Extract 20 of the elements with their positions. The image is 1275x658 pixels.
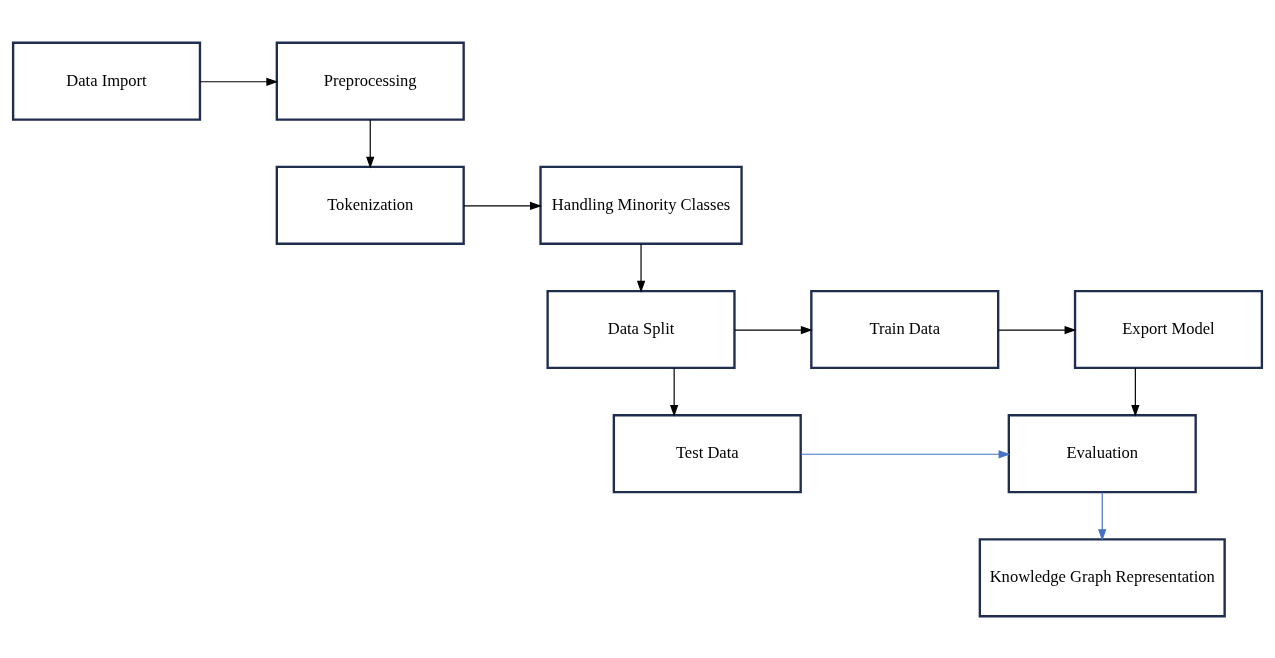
node-box: Handling Minority Classes <box>539 165 743 245</box>
node-box: Knowledge Graph Representation <box>978 537 1226 617</box>
arrow <box>734 325 813 334</box>
arrow <box>1098 491 1107 541</box>
arrow <box>366 118 375 169</box>
arrow <box>636 242 646 293</box>
node-box: Preprocessing <box>275 41 465 121</box>
node-box: Data Import <box>11 41 202 121</box>
node-box: Evaluation <box>1007 413 1197 493</box>
arrow <box>463 201 542 210</box>
arrow <box>800 449 1011 458</box>
arrow <box>997 325 1077 334</box>
node-box: Tokenization <box>275 165 465 245</box>
arrow <box>199 77 279 86</box>
node-box: Data Split <box>546 289 736 369</box>
arrow <box>1131 367 1140 417</box>
arrow <box>670 367 679 417</box>
node-box: Test Data <box>612 413 802 493</box>
node-box: Export Model <box>1073 289 1264 369</box>
node-box: Train Data <box>810 289 1000 369</box>
